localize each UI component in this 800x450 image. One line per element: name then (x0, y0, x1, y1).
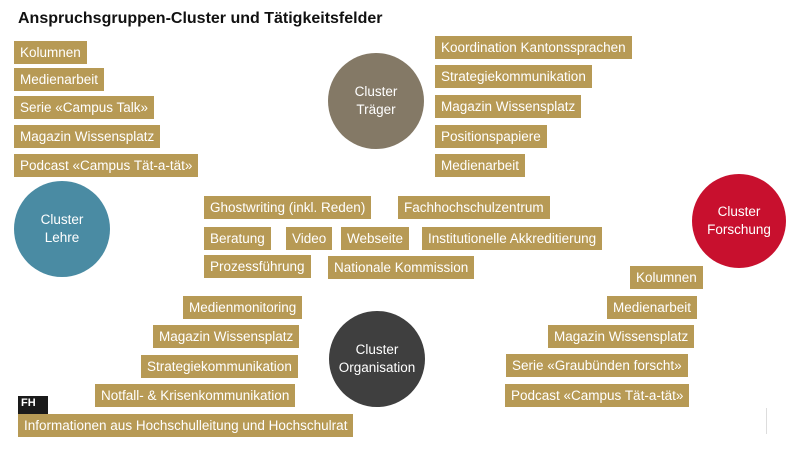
forschung-tag-serie-graubuenden: Serie «Graubünden forscht» (506, 354, 688, 377)
center-tag-video: Video (286, 227, 333, 250)
page-title: Anspruchsgruppen-Cluster und Tätigkeitsf… (18, 10, 383, 27)
forschung-tag-medienarbeit: Medienarbeit (607, 296, 698, 319)
center-tag-nationale-kommission: Nationale Kommission (328, 256, 475, 279)
center-tag-fachhochschulzentrum: Fachhochschulzentrum (398, 196, 550, 219)
organisation-tag-krisenkommunikation: Notfall- & Krisenkommunikation (95, 384, 296, 407)
lehre-tag-podcast: Podcast «Campus Tät-a-tät» (14, 154, 199, 177)
cluster-traeger-circle: Cluster Träger (328, 53, 424, 149)
traeger-tag-koordination: Koordination Kantonssprachen (435, 36, 632, 59)
organisation-tag-medienmonitoring: Medienmonitoring (183, 296, 303, 319)
organisation-tag-magazin-wissensplatz: Magazin Wissensplatz (153, 325, 300, 348)
lehre-tag-magazin-wissensplatz: Magazin Wissensplatz (14, 125, 161, 148)
cluster-traeger-label-2: Träger (356, 102, 396, 117)
center-tag-webseite: Webseite (341, 227, 410, 250)
cluster-organisation-label-1: Cluster (355, 342, 399, 357)
organisation-tag-strategiekommunikation: Strategiekommunikation (141, 355, 298, 378)
traeger-tag-magazin-wissensplatz: Magazin Wissensplatz (435, 95, 582, 118)
forschung-tag-podcast: Podcast «Campus Tät-a-tät» (505, 384, 690, 407)
cluster-organisation-label-2: Organisation (338, 360, 416, 375)
lehre-tag-kolumnen: Kolumnen (14, 41, 87, 64)
cluster-lehre-circle: Cluster Lehre (14, 181, 110, 277)
traeger-tag-positionspapiere: Positionspapiere (435, 125, 547, 148)
cluster-forschung-circle: Cluster Forschung (692, 174, 786, 268)
forschung-tag-kolumnen: Kolumnen (630, 266, 703, 289)
center-tag-prozessfuehrung: Prozessführung (204, 255, 311, 278)
cluster-forschung-label-2: Forschung (707, 222, 771, 237)
traeger-tag-strategiekommunikation: Strategiekommunikation (435, 65, 592, 88)
cluster-forschung-label-1: Cluster (717, 204, 761, 219)
edge-marker (766, 408, 781, 434)
lehre-tag-serie-campus-talk: Serie «Campus Talk» (14, 96, 155, 119)
cluster-organisation-circle: Cluster Organisation (329, 311, 425, 407)
cluster-lehre-label-1: Cluster (40, 212, 84, 227)
organisation-tag-informationen: Informationen aus Hochschulleitung und H… (18, 414, 354, 437)
fh-logo: FH (18, 396, 48, 416)
center-tag-ghostwriting: Ghostwriting (inkl. Reden) (204, 196, 372, 219)
center-tag-akkreditierung: Institutionelle Akkreditierung (422, 227, 603, 250)
cluster-lehre-label-2: Lehre (44, 230, 80, 245)
center-tag-beratung: Beratung (204, 227, 271, 250)
forschung-tag-magazin-wissensplatz: Magazin Wissensplatz (548, 325, 695, 348)
traeger-tag-medienarbeit: Medienarbeit (435, 154, 526, 177)
lehre-tag-medienarbeit: Medienarbeit (14, 68, 105, 91)
cluster-traeger-label-1: Cluster (354, 84, 398, 99)
